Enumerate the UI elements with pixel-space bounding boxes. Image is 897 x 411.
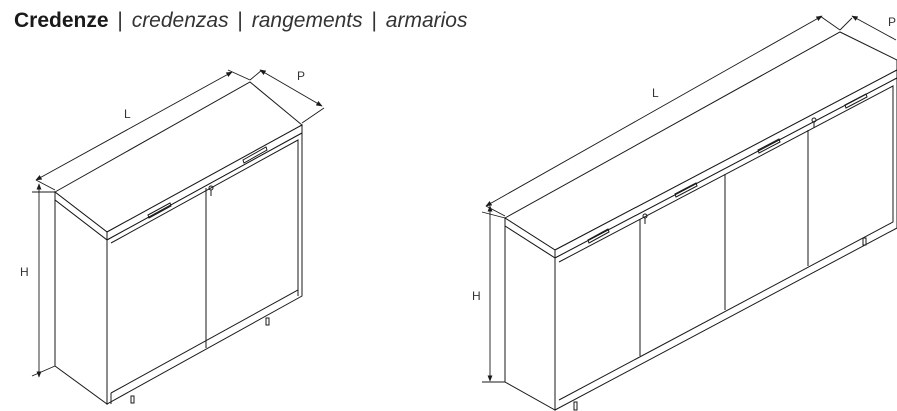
large-dim-p-ext1	[839, 17, 853, 31]
small-dim-l-ext1	[35, 179, 56, 191]
small-dim-p-line	[259, 69, 323, 107]
large-dim-h-ext1	[481, 211, 506, 219]
large-credenza-drawing: L P H	[472, 15, 897, 411]
small-dim-p-ext2	[301, 107, 325, 124]
large-handle-1	[587, 228, 610, 244]
large-dim-p-line	[851, 15, 897, 41]
large-foot-right	[862, 237, 867, 246]
small-front-face	[106, 132, 303, 405]
small-label-p: P	[297, 69, 305, 83]
title-alt-english: credenzas	[131, 9, 229, 32]
title-separator: |	[371, 9, 377, 32]
title-alt-spanish: armarios	[385, 9, 468, 32]
large-dim-l-ext1	[485, 205, 506, 217]
small-dim-l-line	[35, 71, 233, 181]
large-dim-l-line	[485, 15, 823, 207]
large-side-panel	[504, 225, 556, 411]
small-foot-right	[265, 317, 270, 326]
large-label-l: L	[652, 86, 659, 100]
title-separator: |	[117, 9, 123, 32]
small-door-frame	[110, 139, 299, 394]
small-label-l: L	[124, 107, 131, 121]
small-handle-left	[147, 202, 172, 219]
title-separator: |	[237, 9, 243, 32]
large-dim-l-ext2	[819, 15, 841, 31]
small-handle-right	[242, 146, 268, 164]
title-alt-french: rangements	[251, 9, 363, 32]
small-plinth	[110, 290, 299, 404]
small-label-h: H	[20, 265, 29, 279]
small-dim-l-ext2	[227, 69, 251, 81]
catalog-title: Credenze | credenzas | rangements | arma…	[14, 9, 467, 33]
large-foot-left	[573, 401, 578, 411]
large-handle-4	[844, 93, 868, 109]
small-credenza-drawing: L P H	[20, 69, 325, 405]
title-main: Credenze	[14, 9, 109, 32]
small-dim-p-ext1	[249, 69, 263, 81]
large-label-p: P	[888, 15, 896, 29]
large-label-h: H	[472, 289, 481, 303]
small-dim-h-ext2	[31, 365, 56, 377]
small-foot-left	[130, 395, 135, 404]
